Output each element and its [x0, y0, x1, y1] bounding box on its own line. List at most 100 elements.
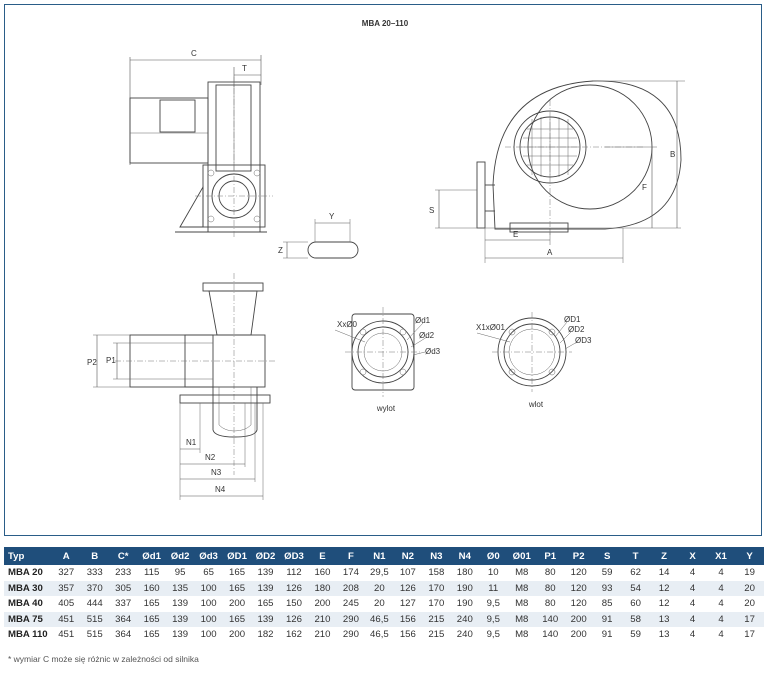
column-header: X1: [706, 547, 736, 565]
inlet-flange-view: X1xØ01 ØD1 ØD2 ØD3 wlot: [476, 312, 592, 409]
table-cell: 357: [52, 580, 81, 596]
dim-n3-label: N3: [211, 468, 222, 477]
table-cell: 4: [678, 580, 707, 596]
table-cell: 127: [399, 598, 416, 610]
column-header: P1: [535, 547, 565, 565]
table-cell: 120: [564, 580, 593, 596]
table-cell: 59: [630, 629, 641, 641]
table-cell: 190: [456, 598, 473, 610]
table-cell: 4: [706, 580, 736, 596]
dim-b-label: B: [670, 150, 675, 159]
dim-f-label: F: [642, 183, 647, 192]
table-cell: 135: [165, 580, 195, 596]
inlet-bolt-label: X1xØ01: [476, 323, 505, 332]
table-cell: 174: [342, 567, 359, 579]
table-cell: M8: [515, 629, 529, 641]
column-header: S: [592, 547, 622, 565]
table-cell: 139: [251, 580, 280, 596]
table-cell: 160: [137, 580, 166, 596]
column-header: F: [336, 547, 366, 565]
column-header: Y: [735, 547, 764, 565]
table-cell: 139: [257, 567, 274, 579]
table-cell: 165: [222, 611, 252, 627]
dim-p1-label: P1: [106, 356, 116, 365]
table-cell: 165: [257, 598, 274, 610]
dim-t-label: T: [242, 64, 247, 73]
table-cell: 4: [718, 629, 724, 641]
table-cell: 210: [314, 629, 331, 641]
table-cell: 59: [601, 567, 613, 579]
table-cell: 19: [744, 567, 755, 579]
dim-z-label: Z: [278, 246, 283, 255]
table-cell: 405: [58, 598, 75, 610]
table-cell: 158: [428, 567, 445, 579]
table-cell: 215: [428, 629, 445, 641]
model-name-cell: MBA 20: [8, 567, 43, 579]
table-cell: 333: [86, 567, 103, 579]
table-cell: M8: [507, 580, 536, 596]
front-view: B F S E A: [429, 80, 685, 263]
column-header: Z: [649, 547, 679, 565]
table-cell: 20: [365, 580, 394, 596]
table-cell: 165: [229, 567, 246, 579]
table-cell: 240: [456, 629, 473, 641]
table-cell: 245: [342, 598, 359, 610]
column-header: Ød1: [137, 547, 166, 565]
table-cell: 208: [336, 580, 366, 596]
table-cell: 140: [542, 629, 559, 641]
table-cell: 13: [658, 629, 670, 641]
table-cell: 210: [308, 611, 337, 627]
table-cell: 200: [314, 598, 331, 610]
dim-p2-label: P2: [87, 358, 97, 367]
table-cell: 156: [393, 611, 423, 627]
table-cell: 200: [229, 598, 246, 610]
table-cell: 4: [718, 598, 724, 610]
table-cell: 80: [544, 598, 556, 610]
table-cell: 4: [689, 629, 696, 641]
table-cell: 13: [649, 611, 679, 627]
column-header: Ø01: [507, 547, 536, 565]
table-cell: 12: [658, 598, 670, 610]
side-view: C T: [129, 49, 273, 237]
column-header: N2: [393, 547, 423, 565]
table-cell: M8: [507, 611, 536, 627]
table-cell: 20: [374, 598, 385, 610]
table-cell: 9,5: [486, 598, 500, 610]
table-cell: 120: [570, 567, 587, 579]
table-cell: 290: [336, 611, 366, 627]
technical-drawing: MBA 20–110 C T Y Z: [4, 4, 762, 536]
slot-detail: Y Z: [278, 212, 359, 259]
table-cell: 4: [706, 611, 736, 627]
table-cell: 80: [544, 567, 556, 579]
column-header: X: [678, 547, 707, 565]
outlet-d3-label: Ød3: [425, 347, 441, 356]
outlet-flange-view: XxØ0 Ød1 Ød2 Ød3 wylot: [334, 307, 441, 413]
table-cell: 4: [689, 567, 696, 579]
table-cell: 364: [115, 629, 132, 641]
dim-y-label: Y: [329, 212, 335, 221]
column-header: ØD1: [222, 547, 252, 565]
table-cell: 290: [342, 629, 359, 641]
outlet-d1-label: Ød1: [415, 316, 431, 325]
column-header: B: [80, 547, 109, 565]
table-cell: 14: [658, 567, 670, 579]
table-cell: 139: [251, 611, 280, 627]
top-view: P2 P1 N1 N2 N3 N4: [87, 273, 277, 500]
outlet-d2-label: Ød2: [419, 331, 435, 340]
table-cell: 139: [172, 598, 189, 610]
table-cell: 17: [735, 611, 764, 627]
table-cell: 180: [308, 580, 337, 596]
table-cell: 126: [279, 611, 309, 627]
dim-n4-label: N4: [215, 485, 226, 494]
column-header: Ød3: [194, 547, 223, 565]
outlet-caption: wylot: [376, 404, 396, 413]
table-cell: 62: [630, 567, 641, 579]
table-cell: 150: [285, 598, 302, 610]
table-cell: 65: [203, 567, 214, 579]
table-cell: 95: [174, 567, 186, 579]
